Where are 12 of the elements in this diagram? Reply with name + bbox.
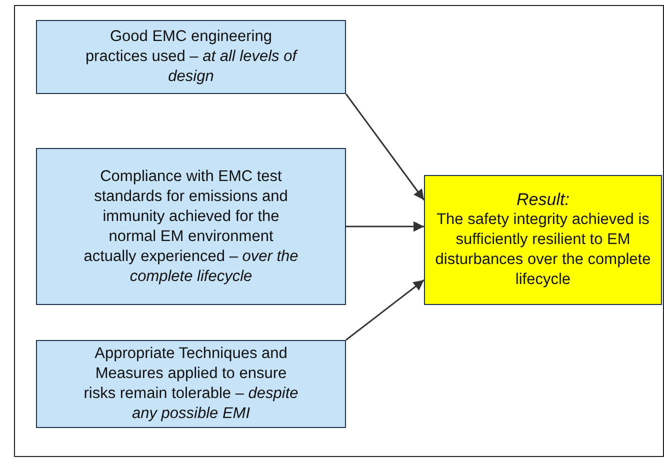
description: The safety integrity achieved is sufficiently resilient to EM disturbances over the complete lifecycle xyxy=(434,210,652,290)
arrow xyxy=(346,221,424,232)
description: Appropriate Techniques and Measures applied to ensure risks remain tolerable – despite any possible EMI xyxy=(83,344,299,424)
process-box xyxy=(36,20,346,94)
arrow xyxy=(346,279,424,341)
description: Good EMC engineering practices used – at all levels of design xyxy=(84,27,299,87)
process-box xyxy=(36,340,346,428)
arrow xyxy=(345,94,425,200)
process-box xyxy=(36,148,346,305)
description: Compliance with EMC test standards for emissions and immunity achieved for the normal EM environment actually experienced – over the complete lifecycle xyxy=(83,166,299,286)
result-box xyxy=(424,175,662,305)
heading: Result: xyxy=(516,190,570,210)
